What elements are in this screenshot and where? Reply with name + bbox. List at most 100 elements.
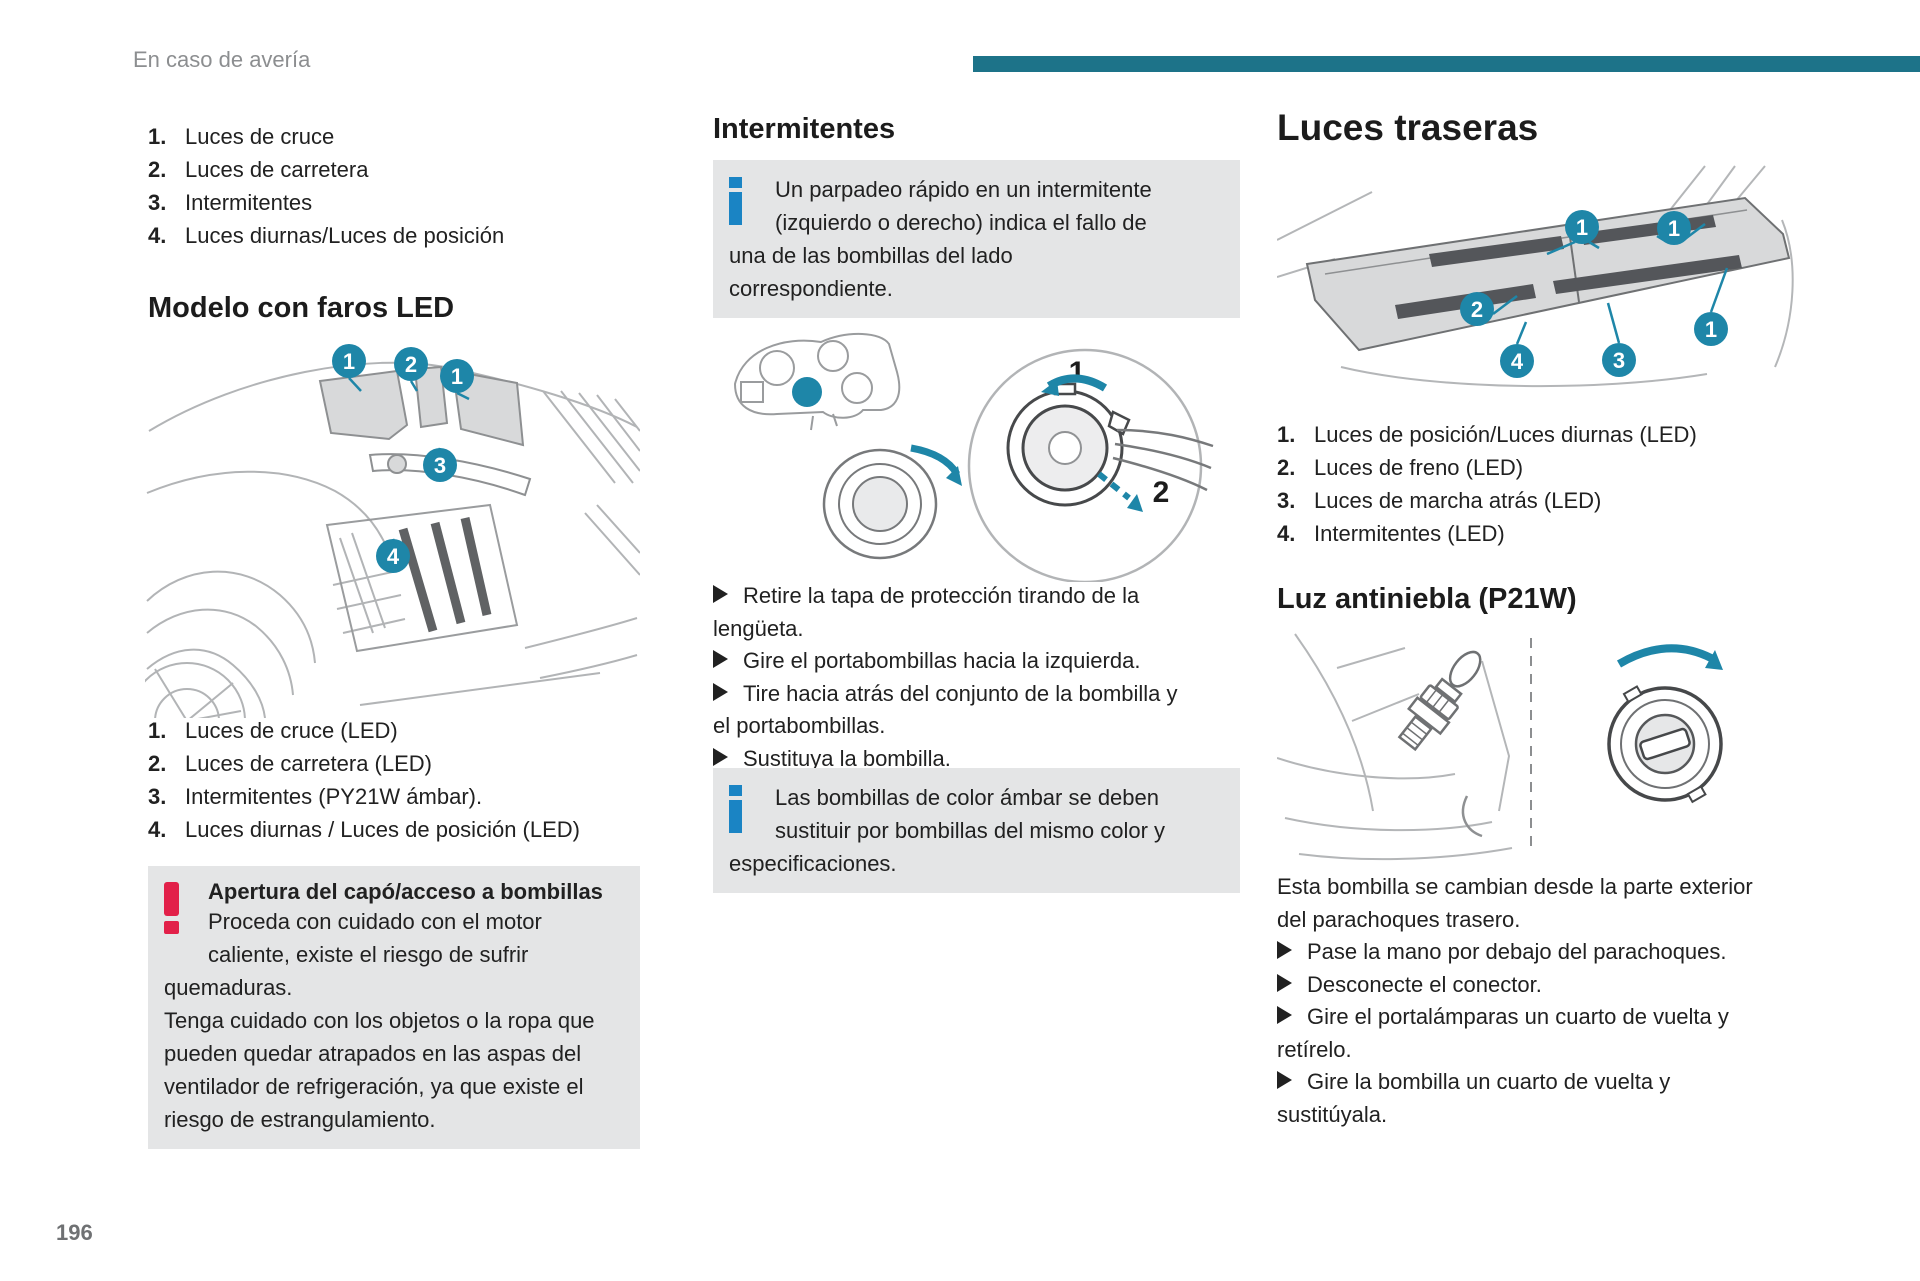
item-number: 2.: [148, 751, 167, 776]
item-number: 1.: [1277, 422, 1296, 447]
heading-fog-light: Luz antiniebla (P21W): [1277, 583, 1577, 615]
info-box-amber-bulbs: Las bombillas de color ámbar se deben su…: [713, 768, 1240, 893]
svg-text:4: 4: [387, 544, 400, 569]
item-label: Luces diurnas / Luces de posición (LED): [185, 817, 580, 842]
heading-front-led-model: Modelo con faros LED: [148, 292, 455, 324]
list-item: 1. Luces de posición/Luces diurnas (LED): [1277, 418, 1810, 451]
figure-label-1: 1: [1069, 356, 1086, 389]
label-2-arrow: [1097, 471, 1143, 512]
item-number: 3.: [148, 784, 167, 809]
accent-bar: [973, 56, 1920, 72]
list-item: 4. Intermitentes (LED): [1277, 517, 1810, 550]
item-number: 4.: [1277, 521, 1296, 546]
item-label: Luces diurnas/Luces de posición: [185, 223, 505, 248]
item-number: 4.: [148, 223, 167, 248]
page-section-header: En caso de avería: [133, 47, 311, 72]
info-icon: [729, 781, 775, 845]
step-item: Gire la bombilla un cuarto de vuelta y s…: [1277, 1066, 1810, 1131]
indicator-steps: Retire la tapa de protección tirando de …: [713, 580, 1240, 775]
item-label: Intermitentes (LED): [1314, 521, 1505, 546]
item-number: 1.: [148, 124, 167, 149]
step-item: Gire el portabombillas hacia la izquierd…: [713, 645, 1240, 678]
item-number: 4.: [148, 817, 167, 842]
step-item: Retire la tapa de protección tirando de …: [713, 580, 1240, 645]
fog-panel: [325, 503, 519, 653]
bumper-lines: [1277, 633, 1513, 861]
fog-light-figure: [1277, 633, 1723, 861]
list-item: 4. Luces diurnas / Luces de posición (LED…: [148, 813, 653, 846]
list-item: 3. Luces de marcha atrás (LED): [1277, 484, 1810, 517]
item-label: Intermitentes: [185, 190, 313, 215]
page-number: 196: [56, 1220, 93, 1245]
item-label: Luces de posición/Luces diurnas (LED): [1314, 422, 1697, 447]
info-icon: [729, 173, 775, 237]
callout-badges: 1 2 1 3 4: [332, 344, 474, 573]
callout-leaders: [348, 377, 470, 548]
turn-arrow: [1616, 644, 1723, 670]
car-body-lines: [145, 361, 640, 718]
info-box-text: Las bombillas de color ámbar se deben su…: [729, 785, 1166, 876]
item-number: 1.: [148, 718, 167, 743]
info-box-text: Un parpadeo rápido en un intermitente (i…: [729, 177, 1152, 301]
svg-text:3: 3: [1613, 348, 1625, 373]
item-label: Luces de marcha atrás (LED): [1314, 488, 1602, 513]
step-item: Gire el portalámparas un cuarto de vuelt…: [1277, 1001, 1810, 1066]
list-item: 1. Luces de cruce: [148, 120, 653, 153]
bulb-location-dot: [792, 377, 822, 407]
svg-text:3: 3: [434, 453, 446, 478]
list-item: 3. Intermitentes (PY21W ámbar).: [148, 780, 653, 813]
list-item: 2. Luces de carretera (LED): [148, 747, 653, 780]
figure-label-2: 2: [1153, 476, 1170, 509]
info-box-indicators: Un parpadeo rápido en un intermitente (i…: [713, 160, 1240, 318]
warning-title: Apertura del capó/acceso a bombillas: [208, 879, 603, 904]
step-item: Sustituya la bombilla.: [713, 743, 1240, 776]
fog-lamp-cap: [1607, 685, 1723, 804]
wiring-pigtail: [1461, 795, 1483, 838]
protective-cap: [822, 448, 938, 560]
item-label: Luces de carretera: [185, 157, 369, 182]
fog-light-body-text: Esta bombilla se cambian desde la parte …: [1277, 874, 1753, 932]
bulb-holder-detail: [1006, 382, 1214, 507]
list-item: 3. Intermitentes: [148, 186, 653, 219]
indicators-figure: 1 2: [733, 332, 1214, 582]
svg-text:1: 1: [343, 349, 355, 374]
step-item: Desconecte el conector.: [1277, 969, 1810, 1002]
led-list: 1. Luces de cruce (LED) 2. Luces de carret…: [148, 714, 653, 846]
rear-lamps-figure: 1 1 2 1 3 4: [1277, 165, 1794, 388]
fog-bulb-and-socket: [1397, 650, 1482, 752]
fog-light-steps: Pase la mano por debajo del parachoques.…: [1277, 936, 1810, 1131]
list-item: 1. Luces de cruce (LED): [148, 714, 653, 747]
warning-body: Proceda con cuidado con el motor calient…: [164, 909, 595, 1132]
svg-text:4: 4: [1511, 349, 1524, 374]
item-label: Luces de cruce: [185, 124, 335, 149]
overview-list: 1. Luces de cruce 2. Luces de carretera 3.…: [148, 120, 653, 252]
item-label: Luces de cruce (LED): [185, 718, 398, 743]
list-item: 2. Luces de freno (LED): [1277, 451, 1810, 484]
item-label: Intermitentes (PY21W ámbar).: [185, 784, 483, 809]
callout-badges: 1 1 2 1 3 4: [1460, 210, 1728, 378]
item-number: 3.: [1277, 488, 1296, 513]
item-number: 3.: [148, 190, 167, 215]
headlight-housing: [733, 332, 901, 431]
headlight-lenses: [318, 365, 525, 447]
list-item: 4. Luces diurnas/Luces de posición: [148, 219, 653, 252]
svg-text:1: 1: [1705, 317, 1717, 342]
car-body-lines: [1277, 165, 1794, 388]
rear-lights-list: 1.Luces de posición/Luces diurnas (LED) …: [1277, 418, 1810, 550]
item-number: 2.: [1277, 455, 1296, 480]
svg-text:2: 2: [1471, 297, 1483, 322]
warning-icon: [164, 879, 208, 946]
heading-indicators: Intermitentes: [713, 113, 896, 145]
front-lamps-figure: 1 2 1 3 4: [145, 344, 640, 718]
svg-text:1: 1: [1576, 215, 1588, 240]
item-label: Luces de carretera (LED): [185, 751, 432, 776]
item-label: Luces de freno (LED): [1314, 455, 1524, 480]
heading-rear-lights: Luces traseras: [1277, 107, 1539, 148]
svg-text:2: 2: [405, 352, 417, 377]
step-item: Pase la mano por debajo del parachoques.: [1277, 936, 1810, 969]
turn-arrow: [910, 444, 962, 486]
item-number: 2.: [148, 157, 167, 182]
svg-text:1: 1: [451, 364, 463, 389]
svg-text:1: 1: [1668, 216, 1680, 241]
list-item: 2. Luces de carretera: [148, 153, 653, 186]
